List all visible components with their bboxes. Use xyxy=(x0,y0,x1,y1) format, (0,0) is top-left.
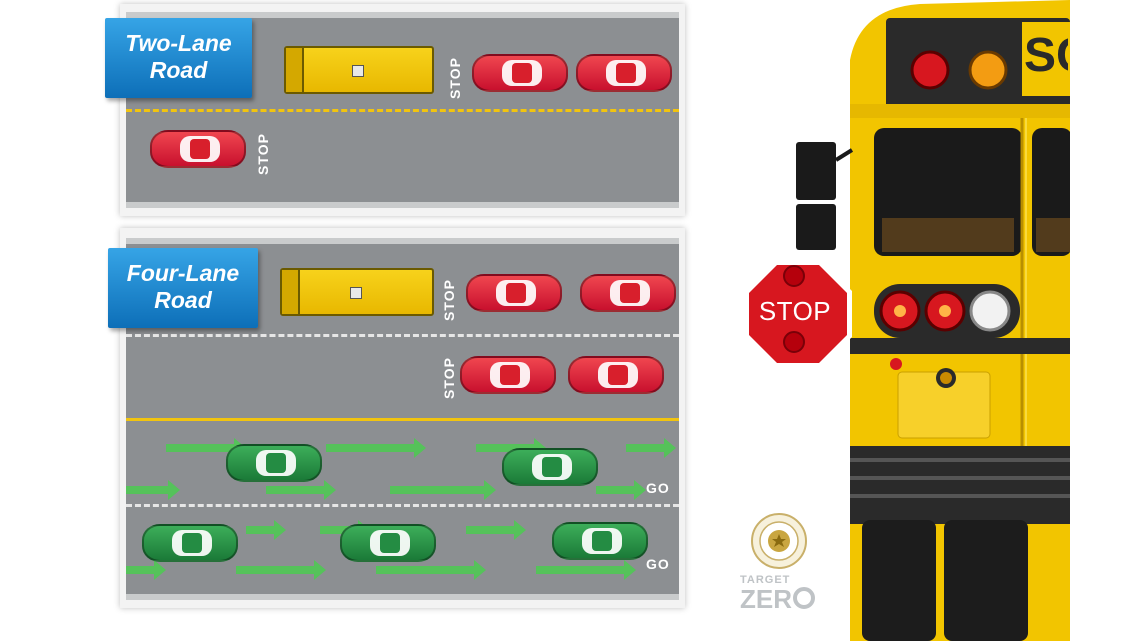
go-arrow xyxy=(166,438,246,458)
go-arrow xyxy=(596,480,646,500)
moving-car xyxy=(142,524,238,562)
go-label-lower: GO xyxy=(646,556,670,572)
four-lane-title: Four-Lane Road xyxy=(108,248,258,328)
go-arrow xyxy=(236,560,326,580)
center-line xyxy=(126,418,679,421)
two-lane-title-line1: Two-Lane xyxy=(125,30,232,56)
road-shoulder-top xyxy=(126,12,679,18)
road-shoulder-bottom xyxy=(126,202,679,208)
center-line xyxy=(126,109,679,112)
stop-sign-arm xyxy=(744,260,852,368)
go-arrow xyxy=(626,438,676,458)
lane-divider xyxy=(126,504,679,507)
lane-divider xyxy=(126,334,679,337)
bus-cab xyxy=(282,270,300,314)
road-shoulder-top xyxy=(126,238,679,244)
stopped-car-opposite xyxy=(150,130,246,168)
go-arrow xyxy=(246,520,286,540)
target-zero-ring-icon xyxy=(793,587,815,609)
school-bus-topview xyxy=(280,268,434,316)
stopped-car xyxy=(460,356,556,394)
stopped-car xyxy=(580,274,676,312)
stop-label-lane1: STOP xyxy=(441,279,457,321)
go-arrow xyxy=(126,480,180,500)
stop-label-lane2: STOP xyxy=(441,357,457,399)
stopped-car xyxy=(568,356,664,394)
moving-car xyxy=(502,448,598,486)
stop-label-lower: STOP xyxy=(255,133,271,175)
go-arrow xyxy=(126,560,166,580)
go-arrow xyxy=(326,438,426,458)
go-arrow xyxy=(390,480,496,500)
moving-car xyxy=(552,522,648,560)
go-arrow xyxy=(536,560,636,580)
moving-car xyxy=(226,444,322,482)
stopped-car xyxy=(472,54,568,92)
two-lane-title: Two-Lane Road xyxy=(105,18,252,98)
road-shoulder-bottom xyxy=(126,594,679,600)
two-lane-title-line2: Road xyxy=(149,57,208,83)
school-bus-topview xyxy=(284,46,434,94)
go-arrow xyxy=(266,480,336,500)
stop-label-upper: STOP xyxy=(447,57,463,99)
bus-roof-hatch xyxy=(350,287,362,299)
go-label-upper: GO xyxy=(646,480,670,496)
stopped-car xyxy=(466,274,562,312)
four-lane-title-line2: Road xyxy=(154,287,212,313)
go-arrow xyxy=(466,520,526,540)
bus-cab xyxy=(286,48,304,92)
target-zero-logo-line1: TARGET xyxy=(740,574,791,586)
school-bus-rear xyxy=(796,0,1070,641)
moving-car xyxy=(340,524,436,562)
bus-lettering: SC xyxy=(1024,29,1068,82)
bus-roof-hatch xyxy=(352,65,364,77)
stop-sign-text: STOP xyxy=(758,296,832,326)
stopped-car xyxy=(576,54,672,92)
department-seal-icon xyxy=(751,513,807,569)
go-arrow xyxy=(376,560,486,580)
four-lane-title-line1: Four-Lane xyxy=(126,260,240,286)
target-zero-logo-line2: ZER xyxy=(740,584,792,614)
